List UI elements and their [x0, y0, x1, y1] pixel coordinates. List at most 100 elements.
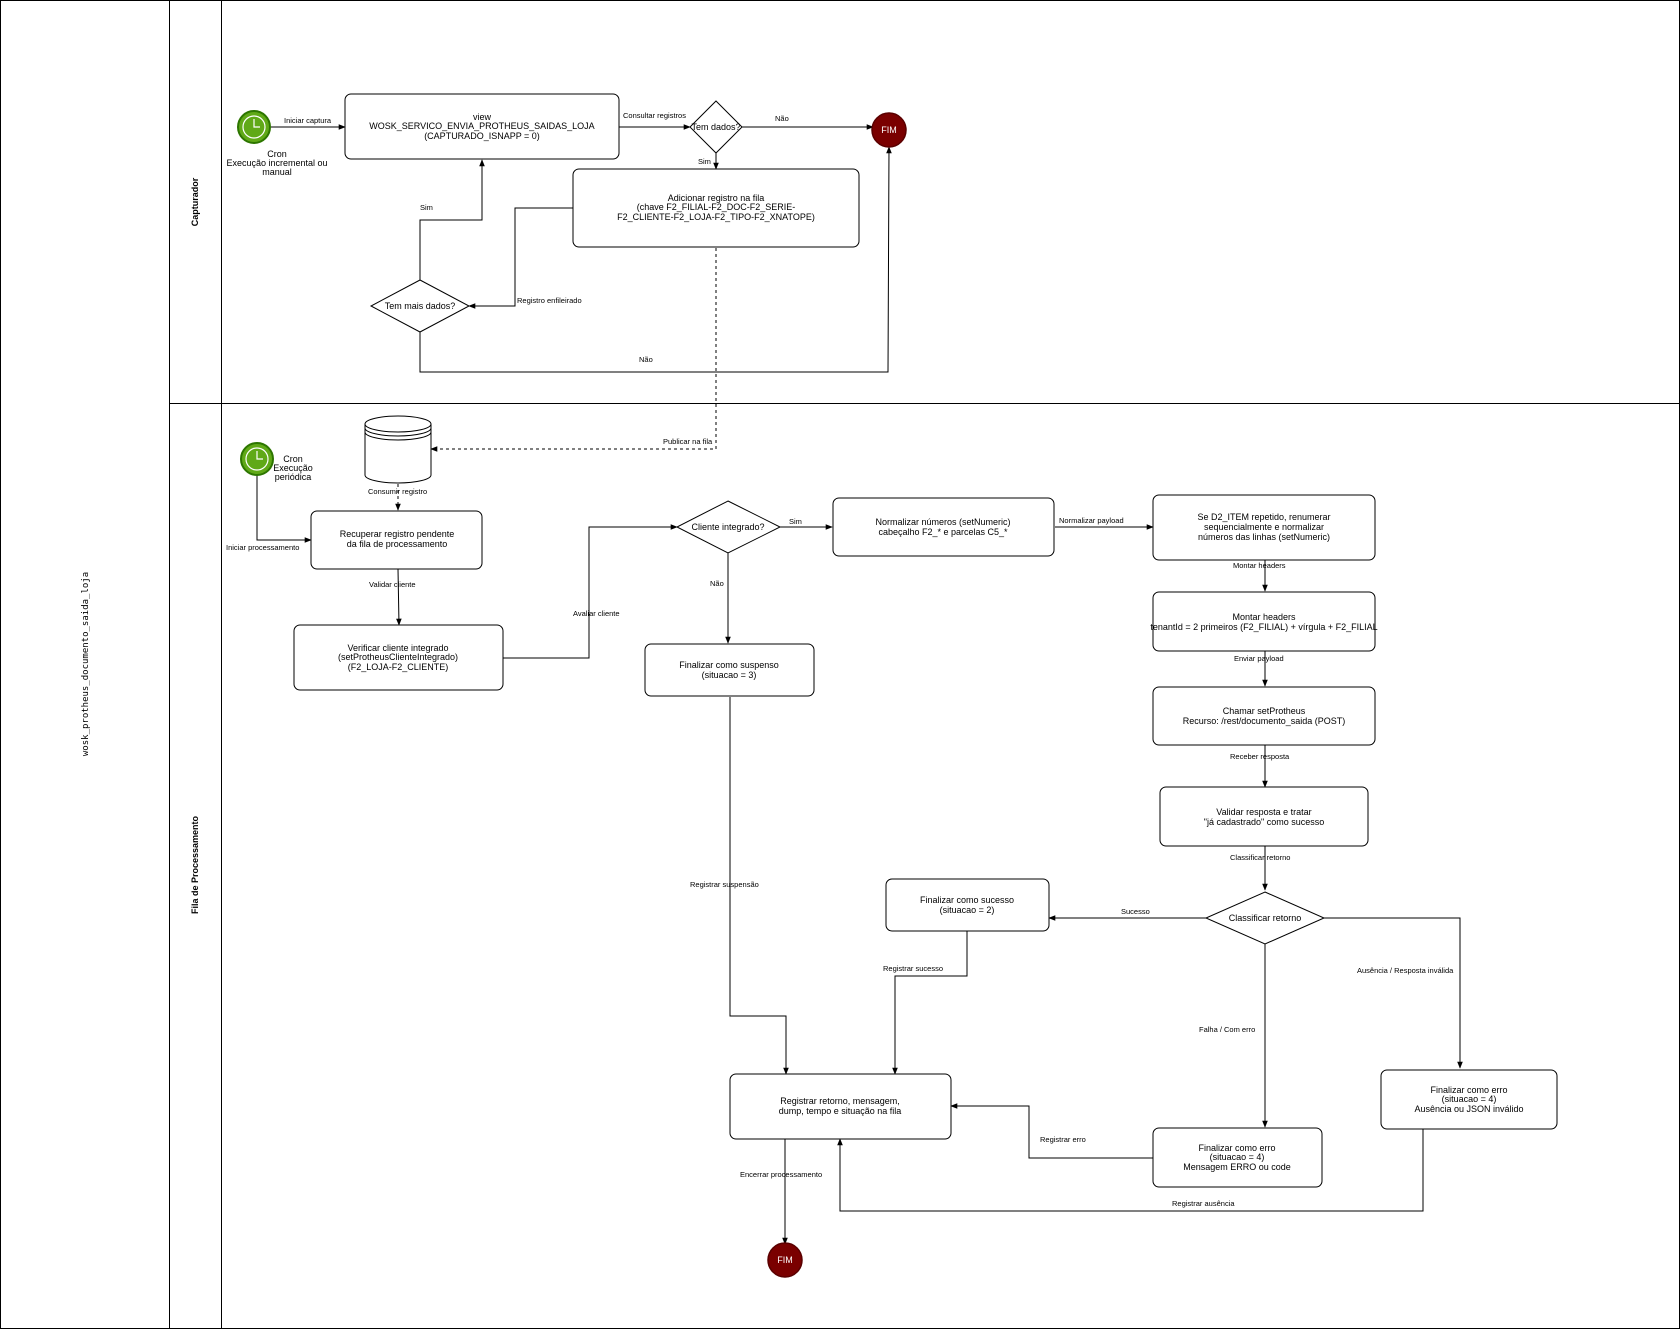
node-chamar-line-1: Chamar setProtheus: [1223, 706, 1306, 716]
decision-cliente-integrado-label: Cliente integrado?: [691, 522, 764, 532]
cron-2-line-1: Cron: [283, 454, 303, 464]
node-verificar: Verificar cliente integrado (setProtheus…: [293, 624, 504, 691]
edge-registro-enfileirado: [468, 207, 573, 309]
end-event-fim-1: FIM: [871, 112, 907, 148]
edge-registrar-ausencia: [837, 1129, 1424, 1212]
node-validar-line-1: Validar resposta e tratar: [1216, 807, 1311, 817]
node-erro-json-line-3: Ausência ou JSON inválido: [1414, 1104, 1523, 1114]
node-normalizar-line-2: cabeçalho F2_* e parcelas C5_*: [878, 527, 1008, 537]
node-finalizar-erro-code: Finalizar como erro (situacao = 4) Mensa…: [1152, 1127, 1323, 1188]
node-adicionar-line-2: (chave F2_FILIAL-F2_DOC-F2_SERIE-: [637, 202, 796, 212]
edge-nao-fim-2: [419, 146, 892, 373]
start-event-cron-1: Cron Execução incremental ou manual: [226, 110, 328, 177]
label-iniciar-processamento: Iniciar processamento: [226, 543, 299, 552]
label-publicar-fila: Publicar na fila: [663, 437, 713, 446]
node-d2-item-line-2: sequencialmente e normalizar: [1204, 522, 1324, 532]
node-erro-code-line-2: (situacao = 4): [1210, 1152, 1265, 1162]
node-sucesso-line-1: Finalizar como sucesso: [920, 895, 1014, 905]
label-consultar-registros: Consultar registros: [623, 111, 686, 120]
node-erro-json-line-2: (situacao = 4): [1442, 1094, 1497, 1104]
label-nao-2: Não: [639, 355, 653, 364]
label-receber-resposta: Receber resposta: [1230, 752, 1290, 761]
cron-1-line-1: Cron: [267, 149, 287, 159]
edge-avaliar-cliente: [503, 524, 678, 659]
label-encerrar: Encerrar processamento: [740, 1170, 822, 1179]
node-registrar-retorno: Registrar retorno, mensagem, dump, tempo…: [729, 1073, 952, 1140]
cron-2-line-3: periódica: [275, 472, 312, 482]
edge-sim-view: [419, 159, 485, 280]
decision-tem-dados-label: Tem dados?: [691, 122, 740, 132]
node-suspenso-line-2: (situacao = 3): [702, 670, 757, 680]
node-verificar-line-1: Verificar cliente integrado: [347, 643, 448, 653]
label-registrar-ausencia: Registrar ausência: [1172, 1199, 1235, 1208]
node-finalizar-erro-json: Finalizar como erro (situacao = 4) Ausên…: [1380, 1069, 1558, 1130]
decision-cliente-integrado: Cliente integrado?: [675, 500, 782, 554]
node-d2-item-line-3: números das linhas (setNumeric): [1198, 532, 1330, 542]
lane-title-fila: Fila de Processamento: [190, 815, 200, 914]
edge-validar-cliente: [396, 568, 402, 626]
label-classificar-retorno: Classificar retorno: [1230, 853, 1290, 862]
node-headers-line-2: tenantId = 2 primeiros (F2_FILIAL) + vír…: [1150, 622, 1377, 632]
label-avaliar-cliente: Avaliar cliente: [573, 609, 620, 618]
node-registrar-line-1: Registrar retorno, mensagem,: [780, 1096, 900, 1106]
node-recuperar-line-2: da fila de processamento: [347, 539, 448, 549]
edge-registrar-erro: [950, 1103, 1153, 1159]
label-sucesso: Sucesso: [1121, 907, 1150, 916]
decision-tem-dados: Tem dados?: [689, 100, 743, 154]
decision-classificar-label: Classificar retorno: [1229, 913, 1302, 923]
label-registro-enfileirado: Registro enfileirado: [517, 296, 582, 305]
label-sim-1: Sim: [698, 157, 711, 166]
pool-title: wosk_protheus_documento_saida_loja: [81, 572, 91, 756]
label-iniciar-captura: Iniciar captura: [284, 116, 332, 125]
label-nao-1: Não: [775, 114, 789, 123]
label-nao-3: Não: [710, 579, 724, 588]
edge-ausencia: [1324, 917, 1463, 1069]
node-view: view WOSK_SERVICO_ENVIA_PROTHEUS_SAIDAS_…: [344, 93, 620, 160]
cron-1-line-3: manual: [262, 167, 292, 177]
edge-publicar-fila: [430, 248, 717, 452]
node-normalizar: Normalizar números (setNumeric) cabeçalh…: [832, 497, 1055, 557]
label-validar-cliente: Validar cliente: [369, 580, 416, 589]
label-consumir-registro: Consumir registro: [368, 487, 427, 496]
label-registrar-suspensao: Registrar suspensão: [690, 880, 759, 889]
node-recuperar: Recuperar registro pendente da fila de p…: [310, 510, 483, 570]
node-headers-line-1: Montar headers: [1232, 612, 1296, 622]
start-event-cron-2: Cron Execução periódica: [240, 442, 313, 482]
label-registrar-erro: Registrar erro: [1040, 1135, 1086, 1144]
label-normalizar-payload: Normalizar payload: [1059, 516, 1124, 525]
database-icon: [364, 415, 432, 484]
node-sucesso-line-2: (situacao = 2): [940, 905, 995, 915]
label-montar-headers: Montar headers: [1233, 561, 1286, 570]
edge-registrar-sucesso: [892, 931, 968, 1075]
cron-2-line-2: Execução: [273, 463, 313, 473]
edge-labels: Iniciar captura Consultar registros Não …: [226, 111, 1454, 1208]
label-sim-2: Sim: [420, 203, 433, 212]
node-view-line-1: view: [473, 112, 492, 122]
node-d2-item: Se D2_ITEM repetido, renumerar sequencia…: [1152, 494, 1376, 561]
fim-2-label: FIM: [777, 1255, 793, 1265]
node-verificar-line-3: (F2_LOJA-F2_CLIENTE): [348, 662, 449, 672]
node-view-line-3: (CAPTURADO_ISNAPP = 0): [424, 131, 540, 141]
label-sim-3: Sim: [789, 517, 802, 526]
node-erro-code-line-1: Finalizar como erro: [1198, 1143, 1275, 1153]
label-enviar-payload: Enviar payload: [1234, 654, 1284, 663]
label-falha: Falha / Com erro: [1199, 1025, 1255, 1034]
node-suspenso-line-1: Finalizar como suspenso: [679, 660, 779, 670]
label-registrar-sucesso: Registrar sucesso: [883, 964, 943, 973]
label-ausencia: Ausência / Resposta inválida: [1357, 966, 1454, 975]
lane-title-capturador: Capturador: [190, 177, 200, 226]
node-recuperar-line-1: Recuperar registro pendente: [340, 529, 455, 539]
edge-registrar-suspensao: [729, 697, 789, 1075]
decision-classificar-retorno: Classificar retorno: [1204, 891, 1326, 945]
decision-tem-mais-label: Tem mais dados?: [385, 301, 456, 311]
clock-icon: [240, 442, 274, 476]
node-registrar-line-2: dump, tempo e situação na fila: [779, 1106, 902, 1116]
node-adicionar-fila: Adicionar registro na fila (chave F2_FIL…: [572, 168, 860, 248]
node-validar-resposta: Validar resposta e tratar "já cadastrado…: [1159, 786, 1369, 847]
fim-1-label: FIM: [881, 125, 897, 135]
cron-1-line-2: Execução incremental ou: [226, 158, 327, 168]
clock-icon: [237, 110, 271, 144]
node-d2-item-line-1: Se D2_ITEM repetido, renumerar: [1197, 512, 1330, 522]
node-chamar-line-2: Recurso: /rest/documento_saida (POST): [1183, 716, 1346, 726]
